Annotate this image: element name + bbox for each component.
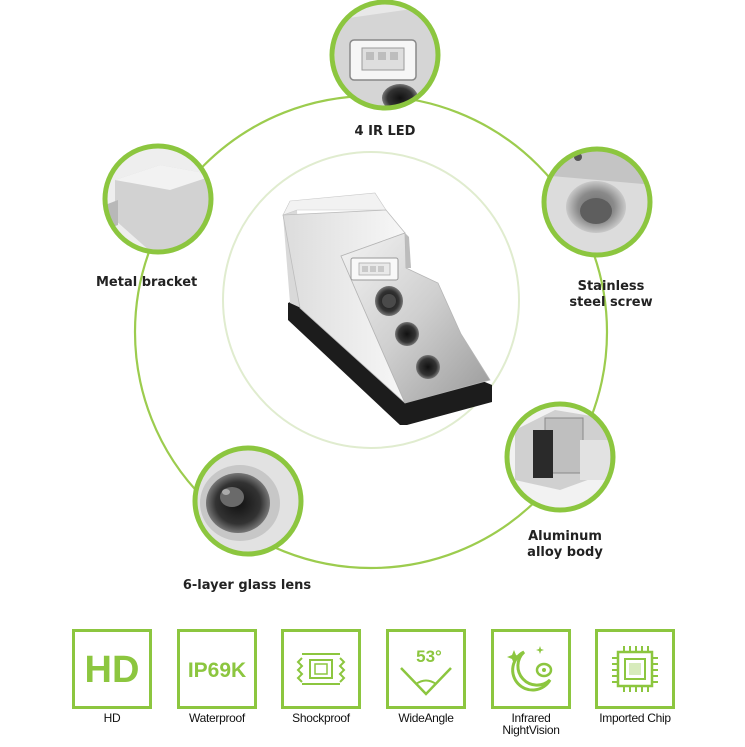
- night-vision-caption-line1: Infrared: [511, 711, 551, 725]
- callout-screw: [541, 146, 653, 258]
- callout-ir-led: [329, 0, 441, 111]
- waterproof-caption: Waterproof: [189, 711, 245, 725]
- screw-label: Stainless steel screw: [556, 279, 666, 311]
- night-vision-icon: [507, 646, 553, 692]
- ip69k-badge: IP69K: [177, 629, 257, 709]
- inner-ring: [222, 151, 520, 449]
- wide-angle-badge: 53°: [386, 629, 466, 709]
- chip-caption: Imported Chip: [599, 711, 671, 725]
- wide-angle-icon-text: 53°: [416, 647, 442, 666]
- screw-label-line1: Stainless: [577, 279, 645, 294]
- night-vision-badge: [491, 629, 571, 709]
- lens-label: 6-layer glass lens: [182, 578, 312, 593]
- hd-caption: HD: [103, 711, 121, 725]
- alloy-label-line2: alloy body: [527, 545, 603, 560]
- camera-product: [282, 192, 492, 425]
- wide-angle-icon: 53°: [400, 647, 452, 696]
- hd-badge: HD: [72, 629, 152, 709]
- callout-alloy-body: [504, 401, 616, 513]
- night-vision-caption: Infrared NightVision: [476, 712, 586, 736]
- shockproof-caption: Shockproof: [292, 711, 350, 725]
- alloy-label-line1: Aluminum: [528, 529, 602, 544]
- shockproof-icon: [296, 653, 346, 685]
- alloy-label: Aluminum alloy body: [510, 529, 620, 561]
- night-vision-caption-line2: NightVision: [502, 723, 560, 737]
- callout-glass-lens: [192, 445, 304, 557]
- ir-led-label: 4 IR LED: [354, 124, 416, 139]
- ip69k-icon: IP69K: [188, 659, 246, 682]
- hd-icon: HD: [85, 649, 140, 691]
- chip-badge: [595, 629, 675, 709]
- screw-label-line2: steel screw: [569, 295, 653, 310]
- shockproof-badge: [281, 629, 361, 709]
- wide-angle-caption: WideAngle: [398, 711, 454, 725]
- hd-icon-text: HD: [85, 649, 140, 691]
- chip-icon: [612, 646, 658, 692]
- ip69k-icon-text: IP69K: [188, 659, 246, 682]
- metal-bracket-label: Metal bracket: [96, 275, 198, 290]
- callout-metal-bracket: [102, 143, 214, 255]
